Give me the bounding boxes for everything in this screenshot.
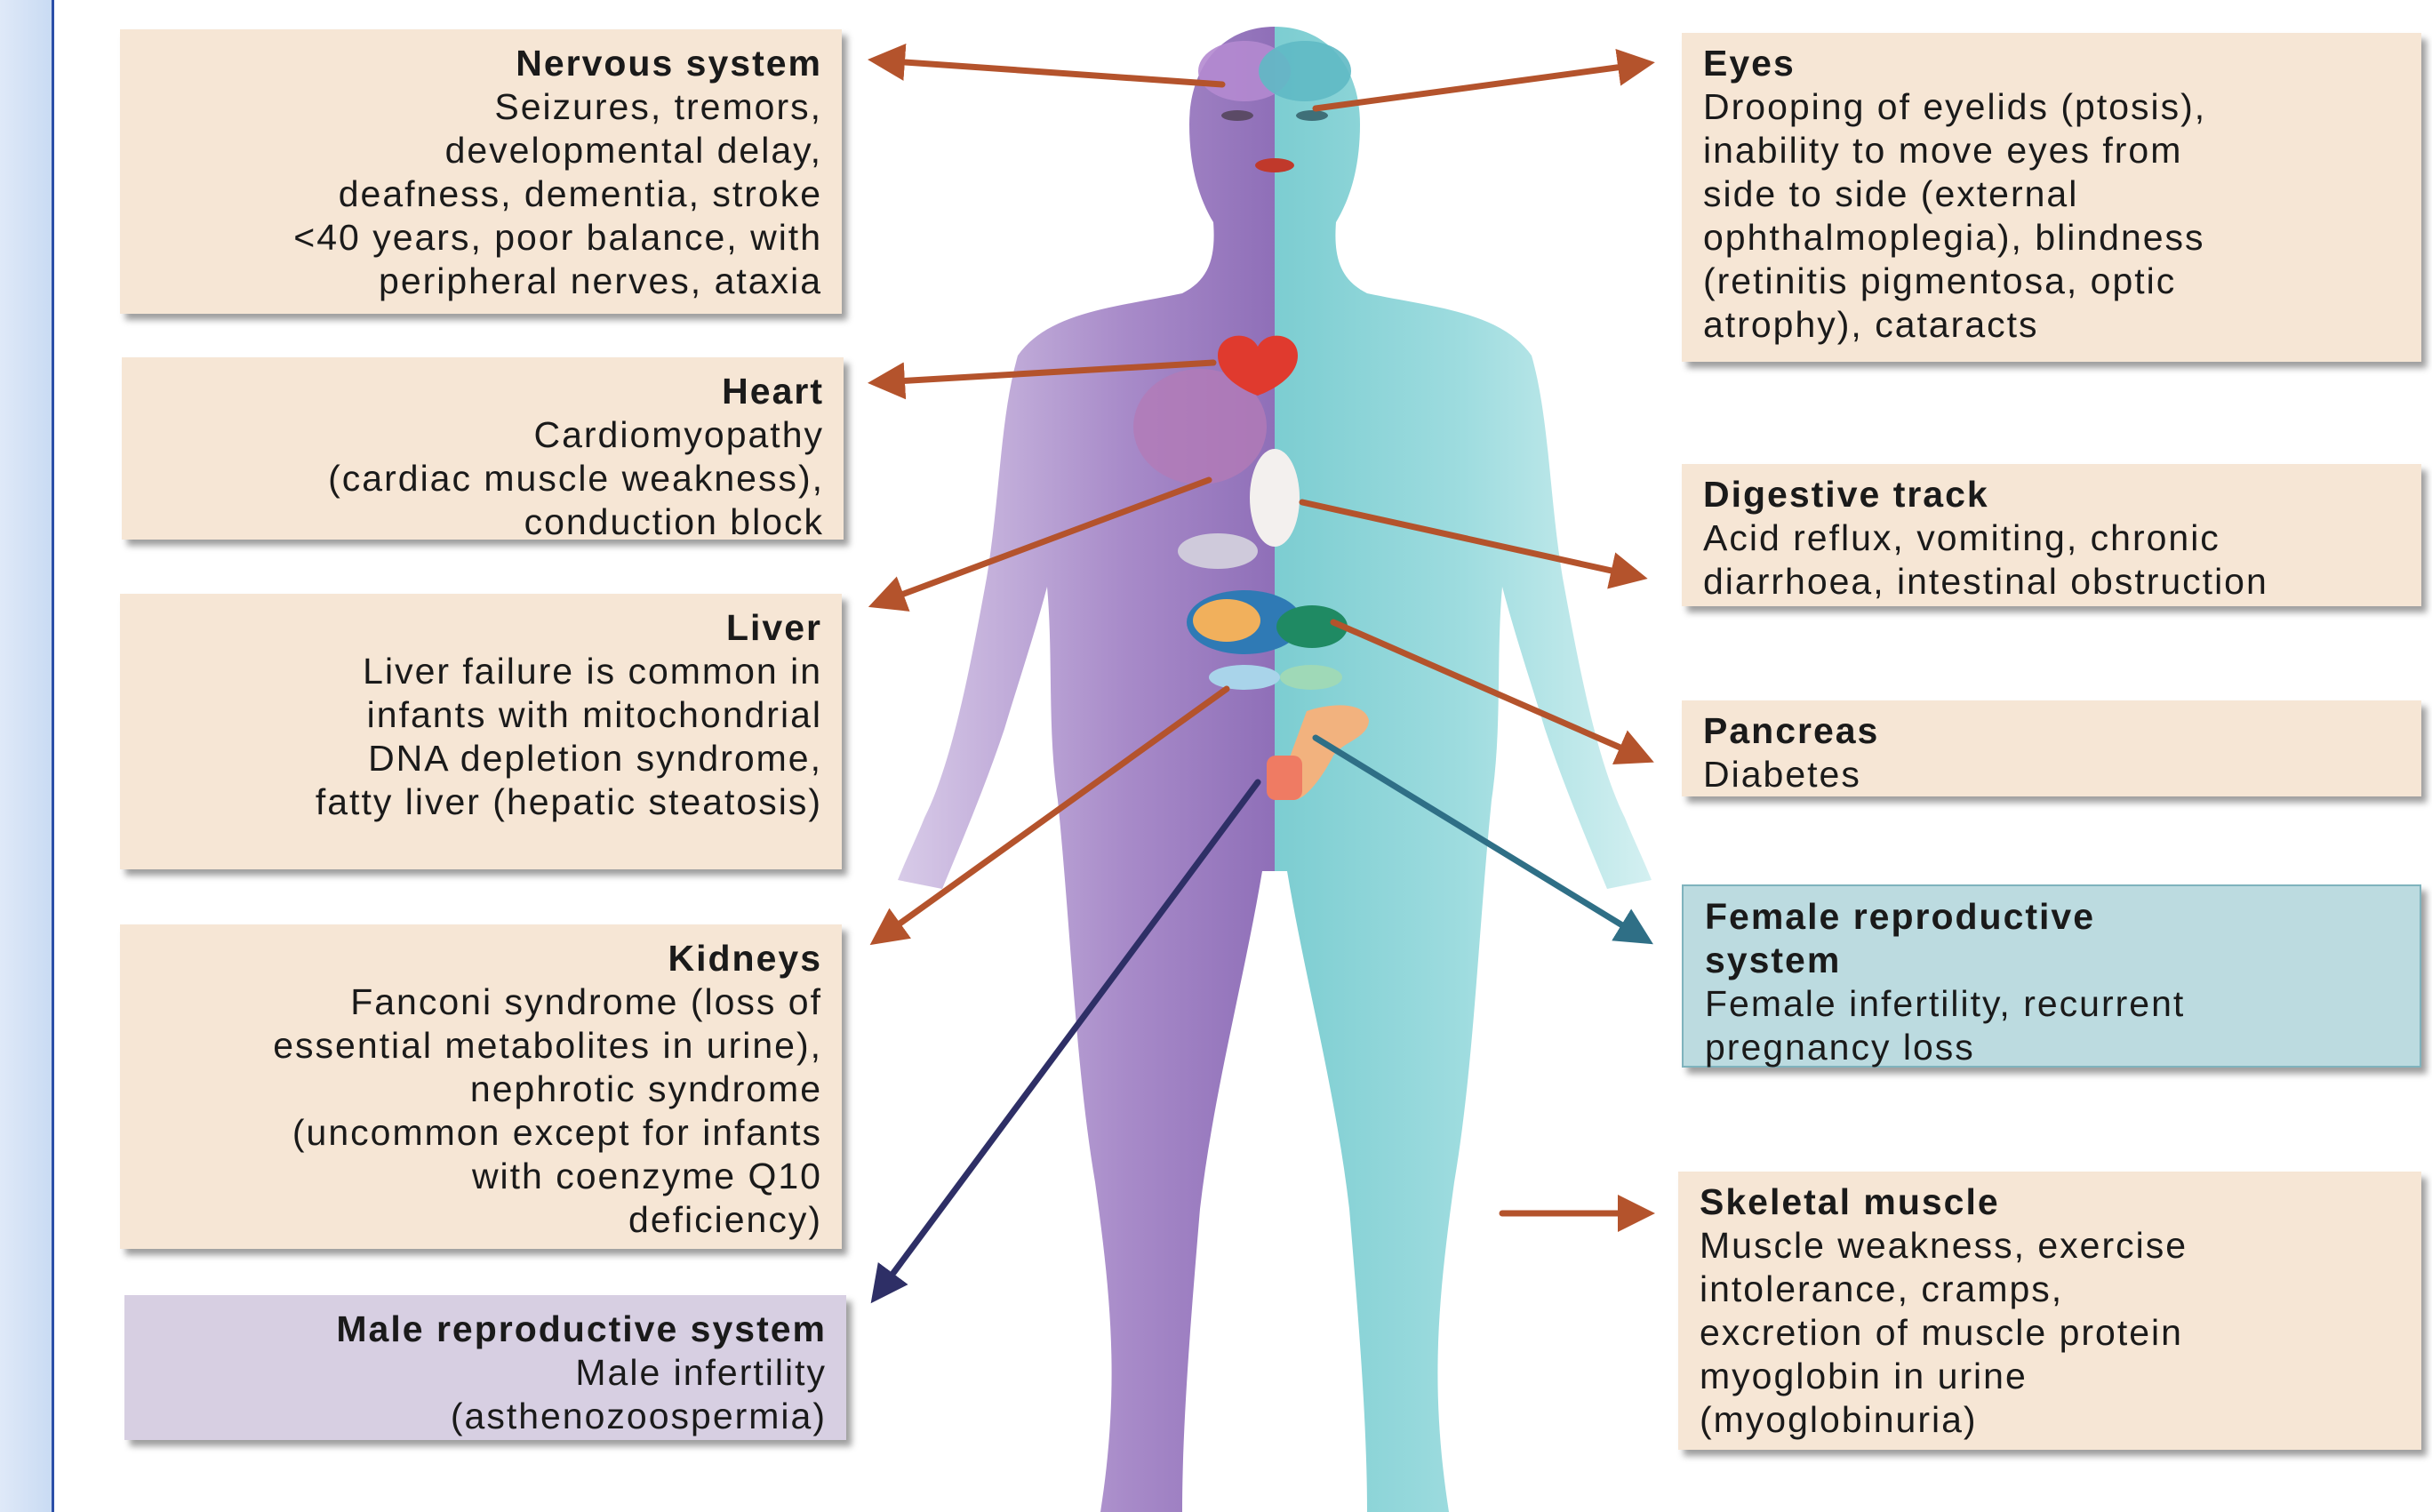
heart-text: Cardiomyopathy (cardiac muscle weakness)…	[134, 413, 824, 544]
male-reproductive-title: Male reproductive system	[137, 1308, 827, 1351]
eyes-box: Eyes Drooping of eyelids (ptosis), inabi…	[1682, 33, 2421, 362]
intestine-icon	[1178, 533, 1258, 569]
liver-title: Liver	[132, 606, 822, 650]
digestive-text: Acid reflux, vomiting, chronic diarrhoea…	[1703, 516, 2409, 604]
male-reproductive-text: Male infertility (asthenozoospermia)	[137, 1351, 827, 1438]
nervous-system-text: Seizures, tremors, developmental delay, …	[132, 85, 822, 303]
skeletal-muscle-title: Skeletal muscle	[1700, 1180, 2409, 1224]
body-right-half	[1275, 27, 1652, 1512]
bladder-icon	[1267, 756, 1302, 800]
female-reproductive-box: Female reproductive system Female infert…	[1682, 884, 2421, 1068]
eyes-text: Drooping of eyelids (ptosis), inability …	[1703, 85, 2409, 347]
skeletal-muscle-box: Skeletal muscle Muscle weakness, exercis…	[1678, 1172, 2421, 1450]
skeletal-muscle-text: Muscle weakness, exercise intolerance, c…	[1700, 1224, 2409, 1442]
pancreas-title: Pancreas	[1703, 709, 2409, 753]
female-reproductive-text: Female infertility, recurrent pregnancy …	[1705, 982, 2407, 1069]
female-reproductive-title: Female reproductive system	[1705, 895, 2407, 982]
kidney-icon	[1209, 665, 1280, 690]
kidneys-text: Fanconi syndrome (loss of essential meta…	[132, 980, 822, 1242]
pancreas-box: Pancreas Diabetes	[1682, 700, 2421, 796]
digestive-title: Digestive track	[1703, 473, 2409, 516]
liver-box: Liver Liver failure is common in infants…	[120, 594, 842, 869]
digestive-box: Digestive track Acid reflux, vomiting, c…	[1682, 464, 2421, 606]
mouth-icon	[1255, 158, 1294, 172]
brain-right-icon	[1259, 41, 1351, 101]
nervous-system-box: Nervous system Seizures, tremors, develo…	[120, 29, 842, 314]
heart-title: Heart	[134, 370, 824, 413]
eyes-title: Eyes	[1703, 42, 2409, 85]
stomach-icon	[1250, 449, 1300, 547]
liver-text: Liver failure is common in infants with …	[132, 650, 822, 824]
nervous-system-title: Nervous system	[132, 42, 822, 85]
heart-box: Heart Cardiomyopathy (cardiac muscle wea…	[122, 357, 844, 540]
male-reproductive-box: Male reproductive system Male infertilit…	[124, 1295, 846, 1440]
body-left-half	[898, 27, 1275, 1512]
kidneys-title: Kidneys	[132, 937, 822, 980]
arrow-eyes	[1316, 64, 1643, 108]
pancreas-text: Diabetes	[1703, 753, 2409, 796]
kidneys-box: Kidneys Fanconi syndrome (loss of essent…	[120, 924, 842, 1249]
arrow-nervous	[880, 60, 1222, 84]
